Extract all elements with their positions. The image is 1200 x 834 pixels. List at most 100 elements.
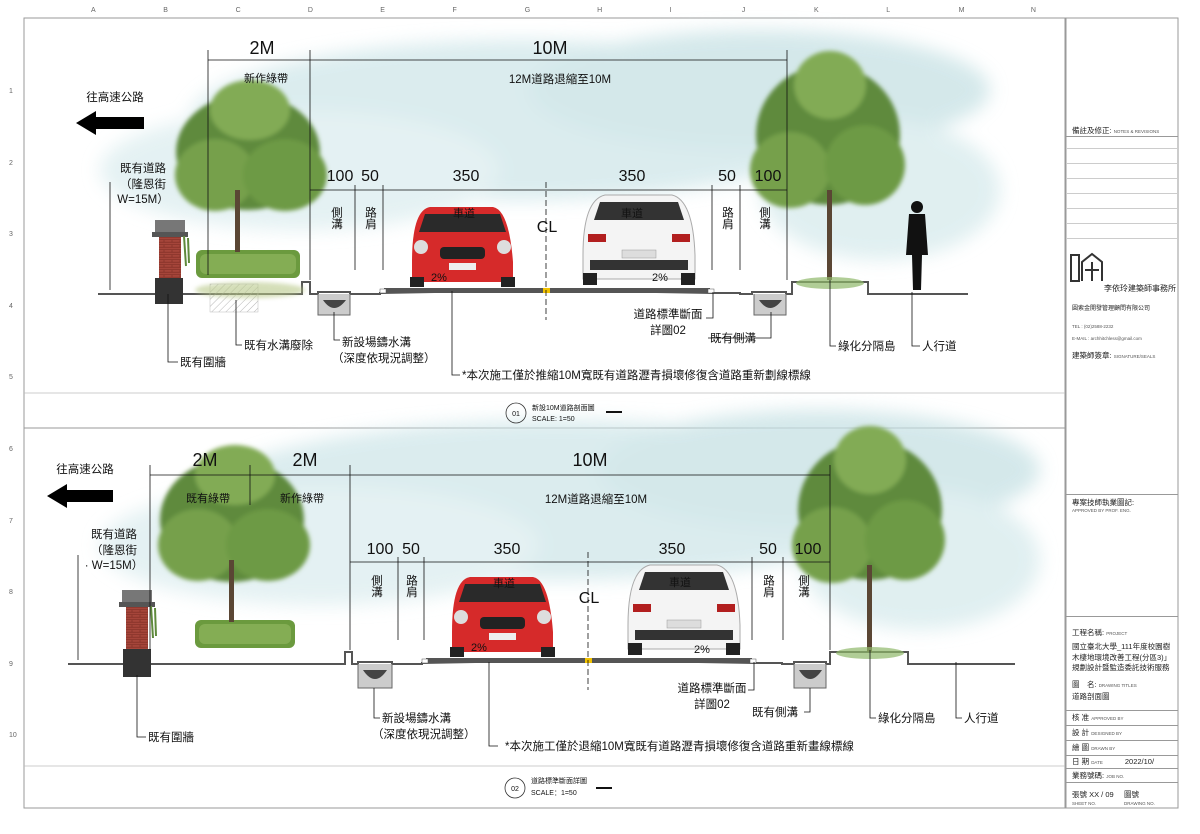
- panel-1-leaders: [167, 280, 920, 376]
- date-value: 2022/10/: [1124, 757, 1155, 766]
- existing-ditch-right: [753, 294, 787, 316]
- title-block-frame: [1065, 17, 1179, 809]
- label-retreat-2: 12M道路退縮至10M: [545, 492, 647, 506]
- callout-std-section: 道路標準斷面: [634, 307, 703, 321]
- label-left-shoulder: 路肩: [364, 206, 377, 231]
- direction-arrow-2: [47, 484, 113, 508]
- center-mark: [543, 288, 550, 293]
- label-existing-road-3: W=15M）: [117, 193, 168, 206]
- dim-100-left: 100: [327, 168, 354, 185]
- label-left-ditch-2: 側溝: [370, 575, 383, 599]
- existing-wall-post-2: [119, 590, 157, 677]
- project-name: 國立臺北大學_111年度校園樹木棲地環境改善工程(分區3)」規劃設計暨監造委託技…: [1072, 642, 1172, 672]
- label-cl-2: CL: [579, 590, 600, 607]
- firm-tel: TEL : (02)2588-2232: [1072, 324, 1114, 329]
- callout-new-drain-2b: （深度依現況調整）: [372, 727, 476, 741]
- grid-column-label: E: [380, 7, 385, 14]
- grid-row-label: 5: [9, 374, 13, 382]
- grid-row-label: 1: [9, 88, 13, 95]
- grid-column-label: B: [163, 7, 168, 14]
- label-new-green-2: 新作綠帶: [280, 491, 324, 505]
- label-existing-green: 既有綠帶: [186, 491, 230, 505]
- dim-2m-first: 2M: [192, 450, 217, 470]
- scale-number-2: 02: [511, 786, 519, 793]
- callout-std-section-2a: 道路標準斷面: [678, 681, 747, 695]
- scale-text-2: SCALE：1=50: [531, 790, 577, 797]
- drawing-no-en: DRAWING NO.: [1124, 801, 1155, 806]
- callout-median: 綠化分隔島: [838, 339, 896, 353]
- grid-row-label: 6: [9, 446, 13, 453]
- label-right-shoulder-2: 路肩: [762, 574, 775, 599]
- dim-350-left: 350: [453, 168, 480, 185]
- panel-2-leaders: [136, 650, 962, 747]
- callout-std-section-2: 詳圖02: [650, 323, 686, 337]
- title-block: 備註及修正: NOTES & REVISIONS 李依玲建築師事務所 圓索金開發…: [1066, 18, 1178, 808]
- grid-row-label: 2: [9, 159, 13, 167]
- tree-right: [750, 51, 905, 289]
- grid-column-label: D: [307, 7, 313, 14]
- grid-column-label: F: [452, 7, 457, 14]
- dim-350-right: 350: [619, 168, 646, 185]
- dim-100-right: 100: [755, 168, 782, 185]
- tree-right-2: [792, 426, 945, 659]
- panel-2-labels: 2M 2M 10M 既有綠帶 新作綠帶 12M道路退縮至10M 往高速公路 既有…: [56, 450, 999, 797]
- panel-1-dimension-lines: [109, 50, 788, 320]
- existing-wall-post: [152, 220, 190, 304]
- callout-drain-removed: 既有水溝廢除: [244, 338, 313, 352]
- dim-50-left: 50: [361, 168, 379, 185]
- callout-median-2: 綠化分隔島: [878, 711, 936, 725]
- label-slope-right: 2%: [652, 272, 668, 284]
- grid-row-label: 8: [9, 589, 13, 597]
- label-right-ditch: 側溝: [758, 207, 771, 231]
- panel-2-dimension-lines: [77, 465, 831, 690]
- firm-name: 李依玲建築師事務所: [1104, 284, 1176, 293]
- grid-row-label: 7: [9, 517, 13, 525]
- label-slope-right-2: 2%: [694, 644, 710, 656]
- callout-new-drain: 新設場鑄水溝: [342, 335, 411, 349]
- architect-sign-label: 建築師簽章: SIGNATURE/SEALS: [1072, 351, 1156, 360]
- designed-row: 設 計 DESIGNED BY: [1072, 728, 1122, 737]
- label-arrow-2: 往高速公路: [56, 462, 114, 476]
- label-slope-left-2: 2%: [471, 642, 487, 654]
- car-front-red: [410, 207, 515, 287]
- label-car-left: 車道: [453, 206, 475, 220]
- label-cl: CL: [537, 219, 558, 236]
- grid-column-label: N: [1030, 7, 1036, 14]
- dim-100-right-2: 100: [795, 541, 822, 558]
- label-left-ditch: 側溝: [330, 207, 343, 231]
- sheet-frame: [23, 17, 1066, 809]
- drawn-row: 繪 圖 DRAWN BY: [1072, 743, 1116, 752]
- label-existing-road-2-2: （隆恩街: [91, 543, 137, 557]
- grid-column-label: L: [886, 7, 891, 14]
- dim-50-right-2: 50: [759, 541, 777, 558]
- car-rear-white-2: [627, 564, 741, 655]
- scale-title: 新設10M道路剖面圖: [532, 403, 595, 412]
- grid-column-label: I: [669, 7, 672, 14]
- notes-label: 備註及修正: NOTES & REVISIONS: [1072, 126, 1160, 135]
- callout-wall: 既有圍牆: [180, 355, 226, 369]
- grid-column-label: M: [958, 7, 965, 14]
- grid-column-label: C: [235, 7, 241, 14]
- approved-row: 核 准 APPROVED BY: [1072, 713, 1124, 722]
- label-retreat: 12M道路退縮至10M: [509, 72, 611, 86]
- new-drain-left: [317, 294, 351, 316]
- callout-sidewalk-2: 人行道: [964, 711, 999, 725]
- callout-std-section-2b: 詳圖02: [694, 697, 730, 711]
- sheet-no: 張號 XX / 09: [1072, 790, 1114, 799]
- grid-column-label: H: [597, 7, 603, 14]
- dim-10m-2: 10M: [572, 450, 607, 470]
- tree-left-2: [158, 445, 310, 622]
- label-right-shoulder: 路肩: [721, 206, 734, 231]
- label-arrow: 往高速公路: [86, 90, 144, 104]
- callout-new-drain-2a: 新設場鑄水溝: [382, 711, 451, 725]
- grid-column-label: A: [91, 7, 96, 14]
- dim-10m: 10M: [532, 38, 567, 58]
- grid-column-label: J: [741, 7, 746, 14]
- scale-title-2: 道路標準斷面詳圖: [531, 776, 587, 785]
- sheet-no-en: SHEET NO.: [1072, 801, 1097, 806]
- label-existing-road-2: （隆恩街: [120, 177, 166, 191]
- company-name: 圓索金開發管理顧問有限公司: [1072, 306, 1151, 312]
- callout-side-ditch-2: 既有側溝: [752, 705, 798, 719]
- panel-1-labels: 2M 10M 新作綠帶 12M道路退縮至10M 往高速公路 既有道路 （隆恩街 …: [86, 38, 957, 423]
- drawing-no-label: 圖號: [1124, 790, 1139, 799]
